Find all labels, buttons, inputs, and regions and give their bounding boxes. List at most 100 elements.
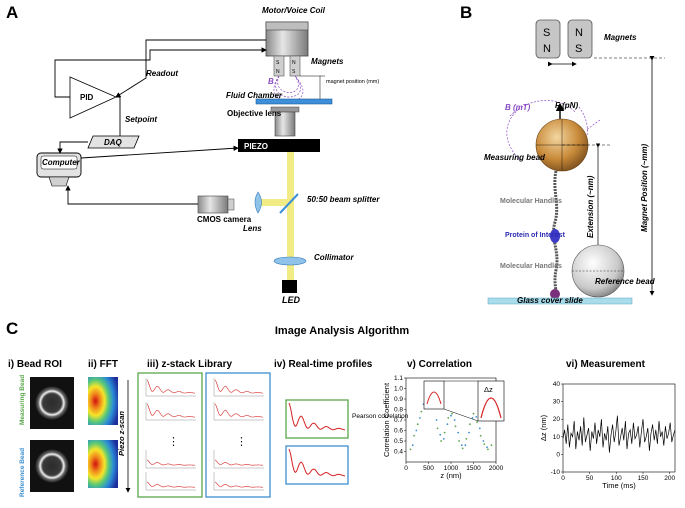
correlation-point bbox=[453, 419, 456, 421]
step-correlation: v) Correlation bbox=[407, 359, 472, 370]
zstack-profile-curve bbox=[214, 403, 264, 418]
x-axis-label: Time (ms) bbox=[602, 481, 636, 490]
zstack-plots bbox=[145, 378, 264, 491]
panel-label-a: A bbox=[6, 3, 18, 22]
correlation-zoom-peak bbox=[426, 391, 442, 405]
correlation-point bbox=[460, 444, 463, 447]
zstack-profile-curve bbox=[214, 379, 264, 394]
correlation-point bbox=[464, 444, 467, 447]
reference-bead-label: Reference bead bbox=[595, 277, 656, 286]
realtime-profile-curves bbox=[288, 402, 346, 477]
measurement-trace bbox=[562, 415, 676, 453]
correlation-point bbox=[451, 412, 453, 415]
x-tick-label: 100 bbox=[611, 475, 622, 482]
reference-bead-roi-label: Reference Bead bbox=[19, 448, 26, 497]
x-tick-label: 1000 bbox=[444, 465, 459, 472]
correlation-point bbox=[442, 438, 445, 440]
zstack-measuring bbox=[137, 372, 203, 498]
magnet-position-label: magnet position (mm) bbox=[326, 79, 379, 85]
zstack-profile-curve bbox=[214, 481, 263, 488]
pid-amplifier bbox=[69, 76, 117, 119]
zstack-profile-curve bbox=[146, 481, 195, 488]
correlation-point bbox=[468, 431, 470, 434]
y-tick-label: 0.6 bbox=[394, 428, 403, 435]
correlation-point bbox=[457, 431, 460, 434]
correlation-point bbox=[454, 425, 457, 428]
reference-bead-fft bbox=[88, 440, 118, 488]
realtime-profile-reference bbox=[288, 448, 346, 477]
zstack-dots-left: ⋮ bbox=[168, 436, 179, 448]
correlation-point bbox=[411, 444, 414, 447]
cover-slide-label: Glass cover slide bbox=[517, 296, 583, 305]
piezo-block bbox=[238, 139, 320, 152]
correlation-inset-peak bbox=[480, 397, 502, 419]
led-source bbox=[282, 280, 297, 293]
correlation-point bbox=[439, 433, 442, 436]
daq-box bbox=[87, 135, 140, 149]
x-tick-label: 2000 bbox=[489, 465, 504, 472]
computer-label: Computer bbox=[42, 158, 81, 167]
correlation-point bbox=[458, 440, 460, 442]
y-axis-label: Correlation Coefficient bbox=[382, 382, 391, 457]
y-axis-label: Δz (nm) bbox=[539, 414, 548, 441]
field-label: B bbox=[268, 77, 274, 86]
zstack-reference bbox=[205, 372, 271, 498]
tether-magnet-left bbox=[535, 19, 561, 59]
svg-text:S: S bbox=[575, 43, 582, 55]
svg-text:S: S bbox=[276, 60, 280, 66]
delta-z-label: Δz bbox=[484, 385, 493, 394]
light-path-vertical bbox=[287, 152, 294, 280]
y-tick-label: 0 bbox=[556, 451, 560, 458]
y-tick-label: 0.9 bbox=[394, 396, 403, 403]
daq-label: DAQ bbox=[104, 138, 123, 147]
correlation-point bbox=[436, 427, 439, 430]
setpoint-label: Setpoint bbox=[125, 115, 157, 124]
correlation-point bbox=[446, 423, 449, 426]
beam-splitter-label: 50:50 beam splitter bbox=[307, 195, 380, 204]
y-tick-label: 0.4 bbox=[394, 449, 403, 456]
y-tick-label: 10 bbox=[553, 434, 561, 441]
correlation-point bbox=[476, 421, 478, 423]
readout-label: Readout bbox=[146, 69, 178, 78]
y-tick-label: 40 bbox=[553, 381, 561, 388]
inset-connector-bottom bbox=[443, 408, 479, 422]
correlation-point bbox=[472, 412, 475, 415]
measuring-bead-label: Measuring bead bbox=[484, 153, 546, 162]
x-tick-label: 200 bbox=[664, 475, 675, 482]
extension-label: Extension (~nm) bbox=[586, 175, 595, 238]
profile-measuring bbox=[285, 399, 349, 439]
correlation-point bbox=[440, 440, 442, 442]
correlation-point bbox=[419, 417, 421, 419]
protein-of-interest bbox=[550, 229, 560, 243]
imaging-lens bbox=[254, 191, 262, 214]
light-path-horizontal bbox=[258, 199, 290, 206]
correlation-point bbox=[487, 448, 489, 451]
measuring-bead-fft bbox=[88, 377, 118, 425]
zstack-profile-curve bbox=[146, 379, 196, 394]
tether-magnets-label: Magnets bbox=[604, 33, 637, 42]
glass-cover-slide bbox=[487, 297, 633, 305]
correlation-point bbox=[443, 431, 446, 434]
svg-text:N: N bbox=[575, 27, 583, 39]
realtime-profile-measuring bbox=[288, 402, 346, 431]
step-measurement: vi) Measurement bbox=[566, 359, 646, 370]
y-tick-label: 1.0 bbox=[394, 386, 403, 393]
correlation-point bbox=[482, 440, 485, 442]
svg-text:S: S bbox=[292, 69, 296, 75]
correlation-point bbox=[486, 446, 488, 449]
panel-label-c: C bbox=[6, 319, 18, 338]
dna-tether bbox=[552, 170, 559, 299]
x-axis-label: z (nm) bbox=[440, 471, 462, 480]
step-zstack: iii) z-stack Library bbox=[147, 359, 232, 370]
correlation-point bbox=[465, 438, 468, 440]
tether-magnet-right bbox=[567, 19, 593, 59]
y-tick-label: -10 bbox=[551, 469, 561, 476]
motor-label: Motor/Voice Coil bbox=[262, 6, 326, 15]
lens-label: Lens bbox=[243, 224, 262, 233]
correlation-point bbox=[413, 434, 415, 437]
x-tick-label: 50 bbox=[586, 475, 594, 482]
beam-splitter bbox=[279, 193, 299, 214]
x-tick-label: 0 bbox=[561, 475, 565, 482]
